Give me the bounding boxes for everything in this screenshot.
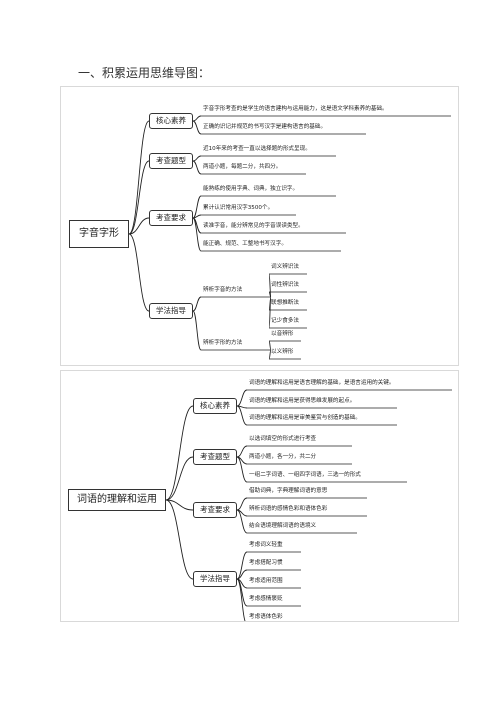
leaf-node: 辨析字音的方法 (203, 287, 243, 293)
leaf-node: 正确的识记并规范的书写汉字是建构语言的基础。 (203, 124, 327, 130)
section-heading: 一、积累运用思维导图： (78, 66, 211, 80)
leaf-node: 结合语境理解词语的语境义 (249, 523, 317, 529)
leaf-node: 累计认识常用汉字3500个。 (203, 205, 274, 211)
mind-map-panel-1: 字音字形 核心素养 字音字形考查的是学生的语言建构与运用能力，这是语文学科素养的基础… (60, 86, 459, 366)
leaf-node: 读准字音，能分辨常见的字音误读类型。 (203, 223, 304, 229)
connector-line (192, 160, 202, 175)
connector-line (192, 217, 202, 252)
leaf-node: 词语的理解和运用是语言理解的基础，是语言运用的关键。 (249, 380, 395, 386)
branch-node: 核心素养 (149, 113, 193, 129)
connector-line (236, 389, 248, 407)
connector-line (236, 405, 248, 426)
connector-line (165, 499, 194, 511)
sub-leaf-node: 联想推断法 (271, 300, 299, 306)
leaf-node: 两道小题，每题二分，共四分。 (203, 164, 282, 170)
sub-leaf-node: 词义辨识法 (271, 264, 299, 270)
leaf-node: 近10年来的考查一直以选择题的形式呈现。 (203, 146, 311, 152)
leaf-node: 考虑语体色彩 (249, 614, 283, 620)
branch-node: 考查题型 (193, 449, 237, 465)
leaf-node: 词语的理解和运用是审美鉴赏与创造的基础。 (249, 415, 361, 421)
branch-node: 考查要求 (193, 502, 237, 518)
connector-line (192, 120, 202, 135)
leaf-node: 辨析字形的方法 (203, 340, 243, 346)
mind-map-root: 词语的理解和运用 (68, 489, 166, 511)
connector-line (236, 456, 248, 483)
leaf-node: 考虑搭配习惯 (249, 560, 283, 566)
connector-line (128, 217, 150, 235)
leaf-node: 能熟练的使用字典、词典，独立识字。 (203, 186, 299, 192)
branch-node: 考查题型 (149, 153, 193, 169)
mind-map-root: 字音字形 (69, 220, 129, 248)
leaf-node: 能正确、规范、工整地书写汉字。 (203, 241, 287, 247)
connector-line (128, 160, 150, 235)
connector-line (165, 456, 194, 501)
connector-line (236, 551, 248, 580)
connector-line (192, 195, 202, 219)
leaf-node: 考虑词义轻重 (249, 542, 283, 548)
connector-line (192, 115, 202, 122)
leaf-node: 字音字形考查的是学生的语言建构与运用能力，这是语文学科素养的基础。 (203, 106, 388, 112)
sub-leaf-node: 词性辨识法 (271, 282, 299, 288)
connector-line (268, 296, 272, 329)
leaf-node: 考虑感情褒贬 (249, 596, 283, 602)
connector-line (165, 405, 194, 501)
connector-line (192, 155, 202, 162)
sub-leaf-node: 记少食多法 (271, 318, 299, 324)
connector-line (165, 499, 194, 580)
leaf-node: 辨析词语的感情色彩和语体色彩 (249, 506, 328, 512)
leaf-node: 一组二字词语、一组四字词语，三选一的形式 (249, 472, 361, 478)
leaf-node: 借助词典，字典理解词语的意思 (249, 488, 328, 494)
mind-map-panel-2: 词语的理解和运用 核心素养 词语的理解和运用是语言理解的基础，是语言运用的关键。词语… (60, 370, 459, 622)
branch-node: 学法指导 (193, 571, 237, 587)
branch-node: 核心素养 (193, 398, 237, 414)
connector-line (128, 233, 150, 312)
connector-line (236, 509, 248, 534)
sub-leaf-node: 以义辨形 (271, 349, 294, 355)
connector-line (192, 310, 202, 351)
branch-node: 学法指导 (149, 303, 193, 319)
leaf-node: 两道小题，各一分，共二分 (249, 454, 317, 460)
connector-line (236, 497, 248, 511)
connector-line (128, 120, 150, 235)
mind-map-connectors (128, 115, 451, 360)
connector-line (236, 445, 248, 458)
connector-line (192, 296, 202, 312)
leaf-node: 词语的理解和运用是获得思维发展的起点。 (249, 398, 356, 404)
leaf-node: 以选词填空的形式进行考查 (249, 436, 317, 442)
branch-node: 考查要求 (149, 210, 193, 226)
leaf-node: 考虑适用范围 (249, 578, 283, 584)
connector-line (236, 569, 248, 580)
sub-leaf-node: 以音辨形 (271, 331, 294, 337)
mind-map-connectors (165, 389, 452, 621)
connector-line (236, 578, 246, 621)
